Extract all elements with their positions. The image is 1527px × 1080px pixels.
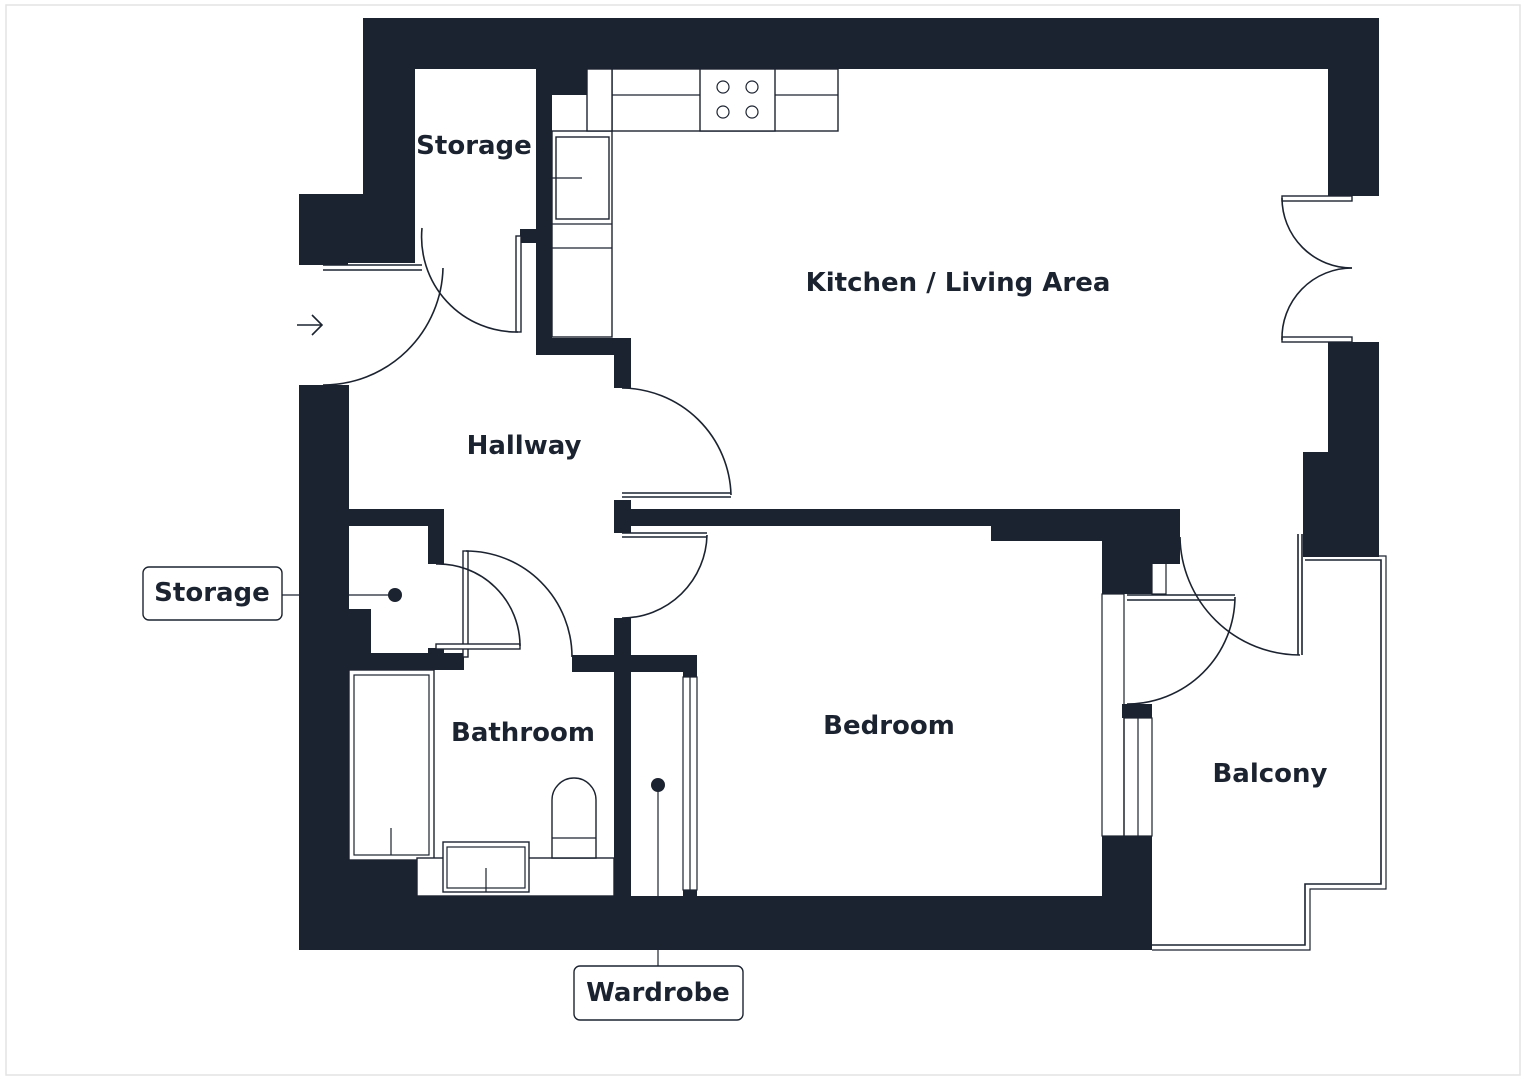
room-label-bedroom: Bedroom <box>823 711 955 741</box>
windows <box>1101 593 1153 837</box>
wardrobe-fixtures <box>651 676 698 896</box>
arrow-right-icon <box>297 314 324 336</box>
wardrobe-callout: Wardrobe <box>573 950 744 1021</box>
callout-label-wardrobe: Wardrobe <box>586 978 730 1008</box>
callout-label-storage: Storage <box>154 578 270 608</box>
room-label-kitchen-living: Kitchen / Living Area <box>806 268 1111 298</box>
kitchen-fixtures <box>551 68 839 338</box>
walls <box>299 18 1379 950</box>
page-border <box>5 4 1521 1076</box>
balcony-outline <box>1151 555 1387 951</box>
storage-callout: Storage <box>142 566 299 621</box>
room-label-bathroom: Bathroom <box>451 718 595 748</box>
doors <box>322 195 1353 705</box>
bathroom-fixtures <box>348 669 615 897</box>
toilet <box>551 777 597 859</box>
room-label-balcony: Balcony <box>1212 759 1327 789</box>
hob-icon <box>699 68 776 132</box>
storage-cupboard-marker <box>349 588 402 602</box>
room-label-hallway: Hallway <box>467 431 582 461</box>
room-label-storage: Storage <box>416 131 532 161</box>
